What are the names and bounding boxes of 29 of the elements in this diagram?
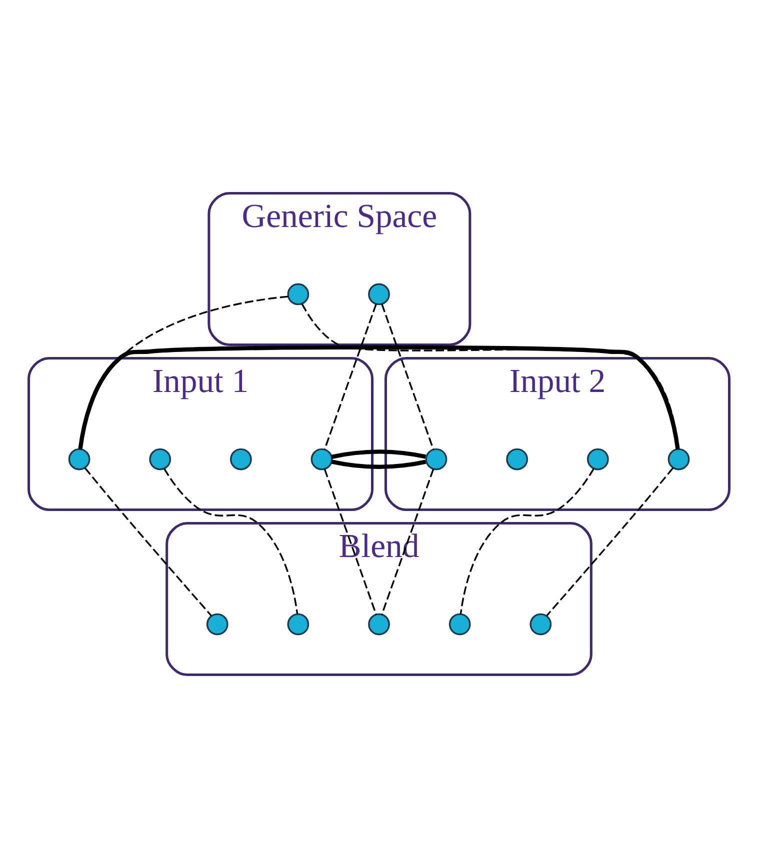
node-circle — [149, 448, 172, 470]
node-circle — [448, 612, 471, 635]
connector — [546, 466, 674, 616]
connector — [460, 468, 594, 614]
node-circle — [310, 448, 333, 470]
cluster: Blend — [166, 521, 592, 676]
node-circle — [206, 612, 228, 635]
node-circle — [368, 612, 390, 635]
node-circle — [425, 448, 448, 470]
node-circle — [368, 282, 390, 305]
connector — [84, 466, 212, 616]
connector — [78, 344, 680, 449]
connector — [381, 303, 434, 450]
cluster: Generic Space — [208, 191, 472, 346]
connector — [324, 303, 377, 450]
node-circle — [586, 448, 609, 470]
node-circle — [230, 448, 252, 470]
node-circle — [287, 612, 310, 635]
node-circle — [668, 448, 690, 470]
connector — [164, 468, 298, 614]
node-circle — [530, 612, 552, 635]
cluster: Input 2 — [384, 356, 730, 511]
connector — [381, 468, 434, 614]
node-circle — [287, 282, 310, 305]
cluster: Input 1 — [28, 356, 374, 511]
connector — [324, 468, 377, 614]
connector — [331, 449, 426, 468]
node-circle — [506, 448, 528, 470]
node-circle — [68, 448, 90, 470]
